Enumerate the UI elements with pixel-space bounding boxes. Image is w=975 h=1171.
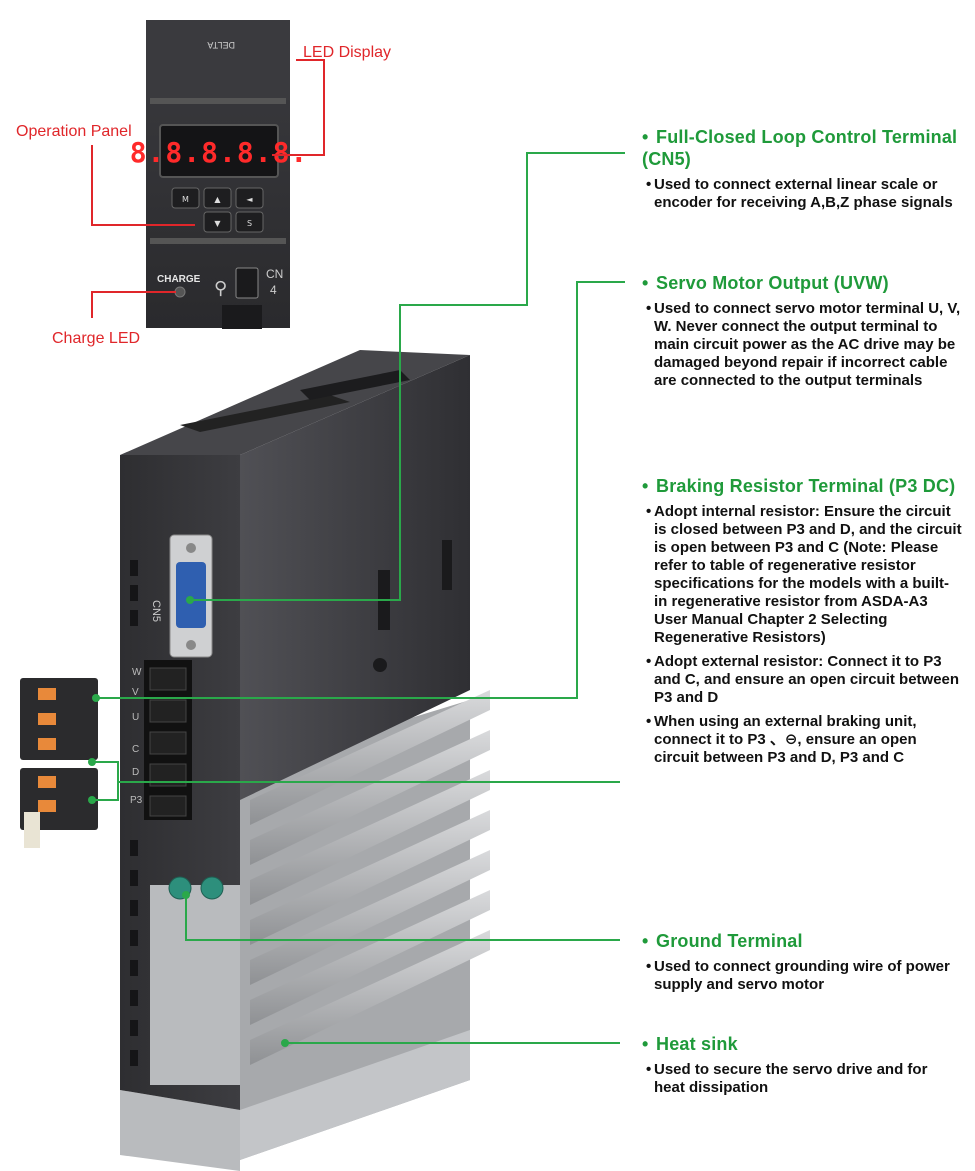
- led-digits: 8.8.8.8.8.: [130, 136, 309, 169]
- led-display-window: [159, 124, 279, 178]
- cn5-connector: [176, 562, 206, 628]
- svg-text:P3: P3: [130, 795, 143, 806]
- section-bullet: Used to secure the servo drive and for h…: [642, 1061, 962, 1097]
- operation-panel-callout: Operation Panel: [16, 123, 132, 140]
- section-title: •Servo Motor Output (UVW): [642, 273, 889, 293]
- panel-buttons: M ▲ ◄ ▼ S: [171, 187, 264, 233]
- section-heat-sink: •Heat sink Used to secure the servo driv…: [642, 1033, 962, 1097]
- section-title: •Braking Resistor Terminal (P3 DC): [642, 476, 956, 496]
- svg-text:◄: ◄: [246, 195, 253, 204]
- section-bullet: Adopt internal resistor: Ensure the circ…: [642, 503, 962, 647]
- section-title: •Ground Terminal: [642, 931, 803, 951]
- svg-text:V: V: [132, 687, 139, 698]
- section-bullet: Used to connect grounding wire of power …: [642, 958, 962, 994]
- charge-label: CHARGE: [157, 274, 201, 285]
- led-display-callout: LED Display: [303, 44, 392, 61]
- section-title: •Full-Closed Loop Control Terminal (CN5): [642, 127, 958, 169]
- servo-drive: CN5 W V U C D P3: [120, 350, 490, 1171]
- section-bullet: Adopt external resistor: Connect it to P…: [642, 653, 962, 707]
- section-uvw: •Servo Motor Output (UVW) Used to connec…: [642, 272, 962, 390]
- charge-led-callout: Charge LED: [52, 330, 141, 347]
- green-leaders: [92, 152, 625, 1044]
- section-bullet: Used to connect external linear scale or…: [642, 176, 962, 212]
- svg-text:▼: ▼: [214, 219, 221, 228]
- operation-panel-closeup: DELTA 8.8.8.8.8. M ▲ ◄ ▼ S CHARGE ⚲ CN 4: [130, 20, 309, 329]
- cn5-label: CN5: [150, 600, 162, 622]
- red-leaders: [91, 59, 325, 318]
- svg-text:M: M: [182, 195, 189, 204]
- heat-sink: [120, 690, 490, 1171]
- section-cn5: •Full-Closed Loop Control Terminal (CN5)…: [642, 126, 962, 212]
- uvw-plug: [20, 678, 98, 760]
- svg-text:▲: ▲: [214, 195, 221, 204]
- section-title: •Heat sink: [642, 1034, 738, 1054]
- svg-text:C: C: [132, 744, 139, 755]
- cn4-port: [235, 267, 259, 299]
- svg-text:S: S: [247, 219, 252, 228]
- ground-bracket: [150, 885, 240, 1085]
- cn4-label: CN: [266, 267, 283, 281]
- section-ground: •Ground Terminal Used to connect groundi…: [642, 930, 962, 994]
- svg-text:4: 4: [270, 283, 277, 297]
- section-p3dc: •Braking Resistor Terminal (P3 DC) Adopt…: [642, 475, 962, 767]
- plug-connectors: [20, 678, 98, 848]
- svg-text:D: D: [132, 767, 139, 778]
- panel-brand-text: DELTA: [207, 40, 235, 50]
- charge-led: [174, 286, 186, 298]
- section-bullet: When using an external braking unit, con…: [642, 713, 962, 767]
- svg-text:W: W: [132, 667, 142, 678]
- section-bullet: Used to connect servo motor terminal U, …: [642, 300, 962, 390]
- svg-text:U: U: [132, 712, 139, 723]
- usb-icon: ⚲: [214, 278, 227, 298]
